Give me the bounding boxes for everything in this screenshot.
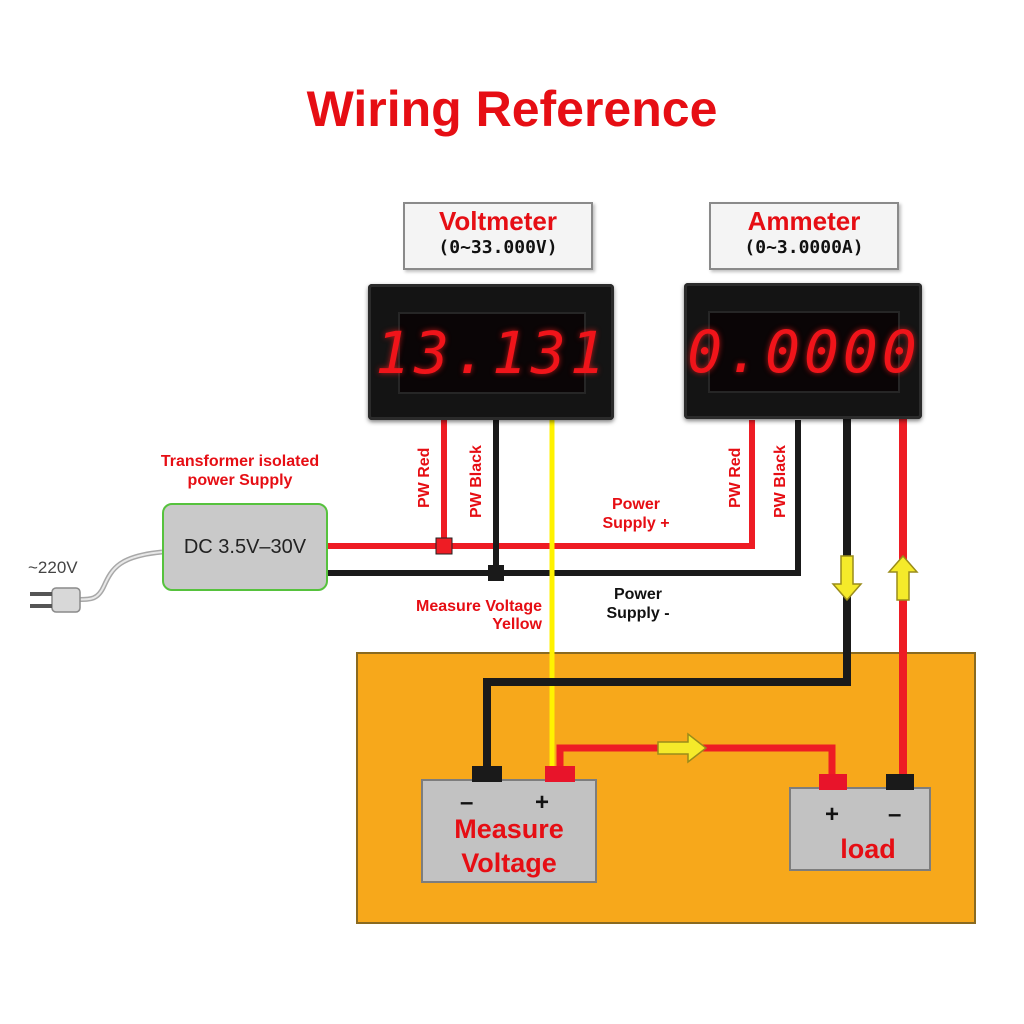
psu-negative-wire (324, 420, 801, 576)
psu-label: DC 3.5V–30V (183, 535, 307, 558)
ammeter-black-current-wire (483, 418, 851, 770)
measure-voltage-yellow-label: Measure Voltage Yellow (380, 598, 542, 634)
load-plus-sign: + (825, 801, 840, 828)
psu-positive-wire (324, 420, 755, 549)
source-minus-sign: – (460, 789, 474, 816)
measure-voltage-source-line2: Voltage (461, 848, 557, 878)
ammeter-range: (0~3.0000A) (744, 237, 864, 258)
ammeter-name: Ammeter (747, 206, 861, 236)
voltmeter-label-box: Voltmeter (0~33.000V) (403, 202, 593, 270)
ammeter-pw-black-label: PW Black (772, 445, 789, 518)
source-plus-sign: + (535, 789, 550, 816)
voltmeter-reading: 13.131 (375, 319, 609, 387)
load-minus-sign: – (888, 801, 902, 828)
plug-icon (30, 587, 81, 613)
power-supply-unit: DC 3.5V–30V (162, 503, 328, 591)
transformer-label: Transformer isolated power Supply (140, 452, 340, 490)
source-positive-terminal (545, 766, 575, 782)
arrow-up-icon (887, 554, 919, 601)
voltmeter-range: (0~33.000V) (438, 237, 558, 258)
ammeter-display: 0.0000 (684, 283, 922, 419)
arrow-right-icon (657, 732, 708, 764)
power-supply-plus-label: Power Supply + (586, 495, 686, 533)
ammeter-pw-red-label: PW Red (727, 447, 744, 508)
load-label: load (840, 834, 896, 864)
load-box (789, 787, 931, 871)
load-negative-terminal (886, 774, 914, 790)
page-title: Wiring Reference (306, 81, 718, 137)
measure-voltage-source-label: Measure Voltage (422, 812, 596, 880)
measure-voltage-yellow-line2: Yellow (492, 616, 542, 633)
power-supply-minus-line1: Power (613, 586, 662, 603)
arrow-down-icon (831, 555, 863, 602)
transformer-label-line1: Transformer isolated (160, 453, 320, 470)
junction-black (488, 565, 504, 581)
voltmeter-display: 13.131 (368, 284, 614, 420)
mains-voltage-label: ~220V (28, 558, 78, 577)
voltmeter-pw-black-label: PW Black (468, 445, 485, 518)
power-supply-minus-line2: Supply - (606, 605, 670, 622)
ammeter-reading: 0.0000 (687, 318, 921, 386)
ammeter-label-box: Ammeter (0~3.0000A) (709, 202, 899, 270)
measure-voltage-source (421, 779, 597, 883)
junction-red (435, 537, 453, 555)
measure-voltage-yellow-line1: Measure Voltage (416, 598, 542, 615)
voltmeter-name: Voltmeter (439, 206, 557, 236)
transformer-label-line2: power Supply (187, 472, 293, 489)
power-supply-plus-line1: Power (611, 496, 660, 513)
source-negative-terminal (472, 766, 502, 782)
load-positive-terminal (819, 774, 847, 790)
voltmeter-screen: 13.131 (375, 312, 605, 394)
voltmeter-pw-red-label: PW Red (416, 447, 433, 508)
power-supply-minus-label: Power Supply - (588, 585, 688, 623)
measure-voltage-source-line1: Measure (454, 814, 564, 844)
ammeter-screen: 0.0000 (687, 311, 917, 393)
power-supply-plus-line2: Supply + (602, 515, 670, 532)
